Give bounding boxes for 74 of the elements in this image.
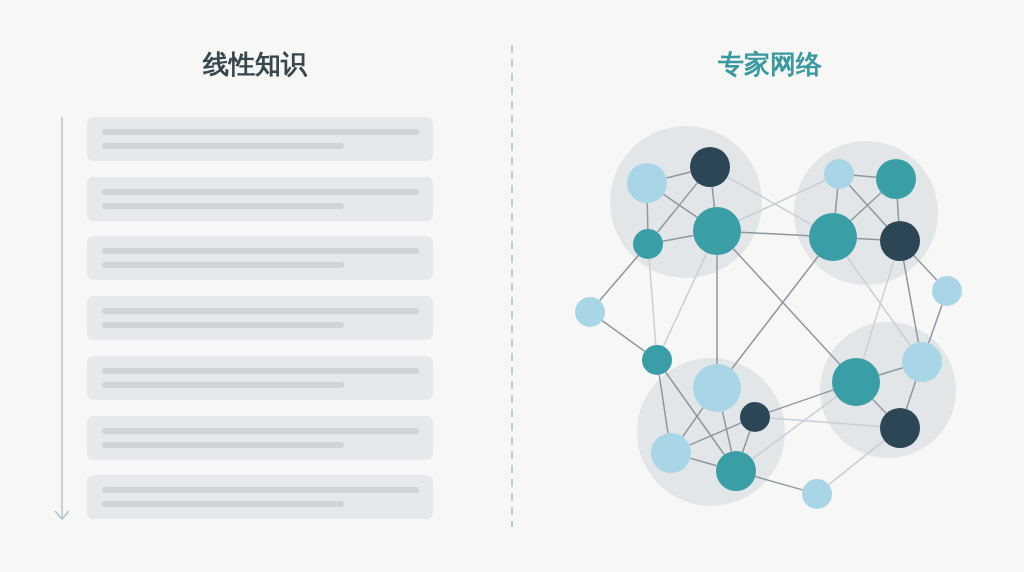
column-heading: 线性知识: [203, 48, 307, 80]
connector-line: [902, 259, 920, 344]
connector-line: [656, 181, 699, 234]
connector-line: [662, 252, 708, 348]
connector-line: [853, 174, 877, 179]
connector-line: [878, 367, 904, 376]
connector-line: [912, 254, 938, 281]
content-card: [87, 117, 433, 161]
content-card: [87, 475, 433, 519]
connector-line: [732, 247, 841, 366]
connector-line: [681, 406, 704, 438]
node-circle: [809, 213, 857, 261]
connector-line: [896, 198, 900, 222]
connector-line: [862, 259, 895, 360]
connector-line: [688, 422, 742, 446]
connector-line: [737, 179, 827, 222]
node-circle: [716, 451, 756, 491]
node-circle: [876, 159, 916, 199]
cluster-circle: [610, 126, 762, 278]
connector-line: [768, 389, 835, 413]
connector-line: [664, 371, 726, 456]
connector-line: [856, 237, 881, 241]
content-card: [87, 296, 433, 340]
node-circle: [824, 159, 854, 189]
connector-line: [741, 430, 751, 453]
node-circle: [880, 408, 920, 448]
connector-line: [601, 319, 646, 353]
connector-line: [658, 374, 669, 434]
node-circle: [633, 229, 663, 259]
connector-line: [730, 255, 820, 370]
column-heading: 专家网络: [718, 48, 822, 80]
node-circle: [690, 147, 730, 187]
content-card: [87, 177, 433, 221]
connector-line: [905, 380, 917, 410]
content-card: [87, 236, 433, 280]
node-circle: [902, 342, 942, 382]
node-circle: [740, 402, 770, 432]
cluster-circle: [637, 358, 785, 506]
connector-line: [827, 439, 886, 486]
node-circle: [627, 163, 667, 203]
connector-line: [665, 171, 692, 179]
connector-line: [726, 176, 813, 226]
connector-line: [648, 258, 657, 346]
connector-line: [689, 457, 718, 467]
content-card: [87, 356, 433, 400]
node-circle: [575, 297, 605, 327]
connector-line: [848, 184, 888, 227]
node-circle: [642, 345, 672, 375]
connector-line: [751, 395, 838, 460]
content-card: [87, 416, 433, 460]
connector-line: [716, 254, 718, 365]
node-circle: [802, 479, 832, 509]
connector-line: [834, 188, 839, 214]
connector-line: [740, 231, 810, 237]
connector-line: [721, 410, 733, 453]
connector-line: [769, 417, 881, 428]
node-circle: [932, 276, 962, 306]
connector-line: [711, 186, 716, 208]
connector-line: [927, 304, 943, 344]
connector-line: [662, 193, 698, 219]
connector-line: [661, 234, 695, 242]
connector-line: [646, 202, 649, 230]
connector-line: [598, 254, 640, 302]
connector-line: [871, 398, 887, 415]
node-circle: [693, 207, 741, 255]
cluster-circle: [820, 322, 956, 458]
connector-line: [754, 475, 804, 491]
connector-line: [846, 255, 912, 347]
node-circle: [832, 358, 880, 406]
connector-line: [849, 191, 883, 222]
cluster-circle: [794, 141, 938, 285]
node-circle: [880, 221, 920, 261]
node-circle: [651, 433, 691, 473]
node-circle: [693, 364, 741, 412]
